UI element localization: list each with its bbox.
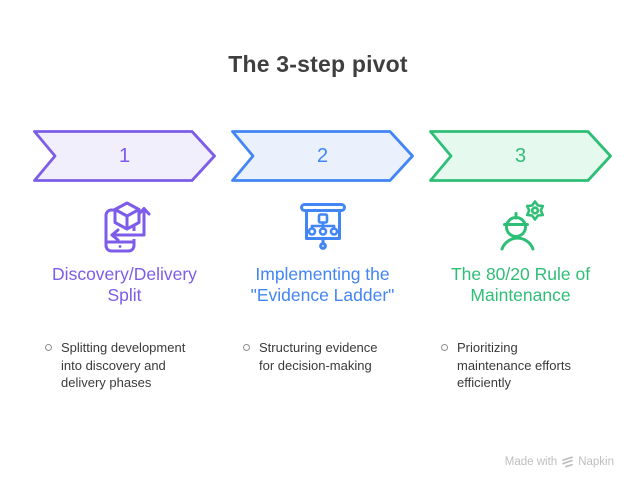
bullet-ring-icon — [45, 344, 52, 351]
step-2-heading: Implementing the "Evidence Ladder" — [250, 264, 395, 305]
step-2-bullet-text: Structuring evidence for decision-making — [259, 340, 378, 373]
bullet-ring-icon — [441, 344, 448, 351]
steps-row: 1 Discovery/Delivery Split Split — [33, 130, 612, 392]
step-3-chevron: 3 — [429, 130, 612, 182]
step-1-bullet-text: Splitting development into discovery and… — [61, 340, 186, 390]
step-2-chevron: 2 — [231, 130, 414, 182]
chevron-arrow-shape — [231, 130, 414, 182]
step-2-number: 2 — [316, 144, 329, 167]
page-title: The 3-step pivot — [228, 51, 408, 77]
step-3-bullet-text: Prioritizing maintenance efforts efficie… — [457, 340, 571, 390]
step-2-bullet-item: Structuring evidence for decision-making — [231, 339, 414, 374]
chevron-arrow-shape — [33, 130, 216, 182]
step-3-number: 3 — [514, 144, 527, 167]
made-with-napkin-watermark: Made with Napkin — [505, 455, 614, 468]
step-1-heading: Discovery/Delivery Split — [52, 264, 197, 305]
watermark-prefix: Made with — [504, 455, 558, 468]
bullet-ring-icon — [243, 344, 250, 351]
napkin-logo-icon — [562, 456, 574, 468]
presentation-org-chart-icon — [295, 199, 351, 251]
step-1-column: 1 Discovery/Delivery Split Split — [33, 130, 216, 392]
phone-cube-arrow-icon — [97, 199, 153, 253]
step-1-number: 1 — [118, 144, 131, 167]
step-3-bullet-item: Prioritizing maintenance efforts efficie… — [429, 339, 612, 392]
step-1-chevron: 1 — [33, 130, 216, 182]
step-1-bullet-item: Splitting development into discovery and… — [33, 339, 216, 392]
engineer-gear-icon — [493, 199, 549, 251]
step-2-column: 2 — [231, 130, 414, 392]
watermark-brand: Napkin — [578, 455, 614, 468]
step-3-column: 3 The 80/20 Rule of Maintenance Priorit — [429, 130, 612, 392]
step-3-heading: The 80/20 Rule of Maintenance — [450, 264, 591, 305]
chevron-arrow-shape — [429, 130, 612, 182]
